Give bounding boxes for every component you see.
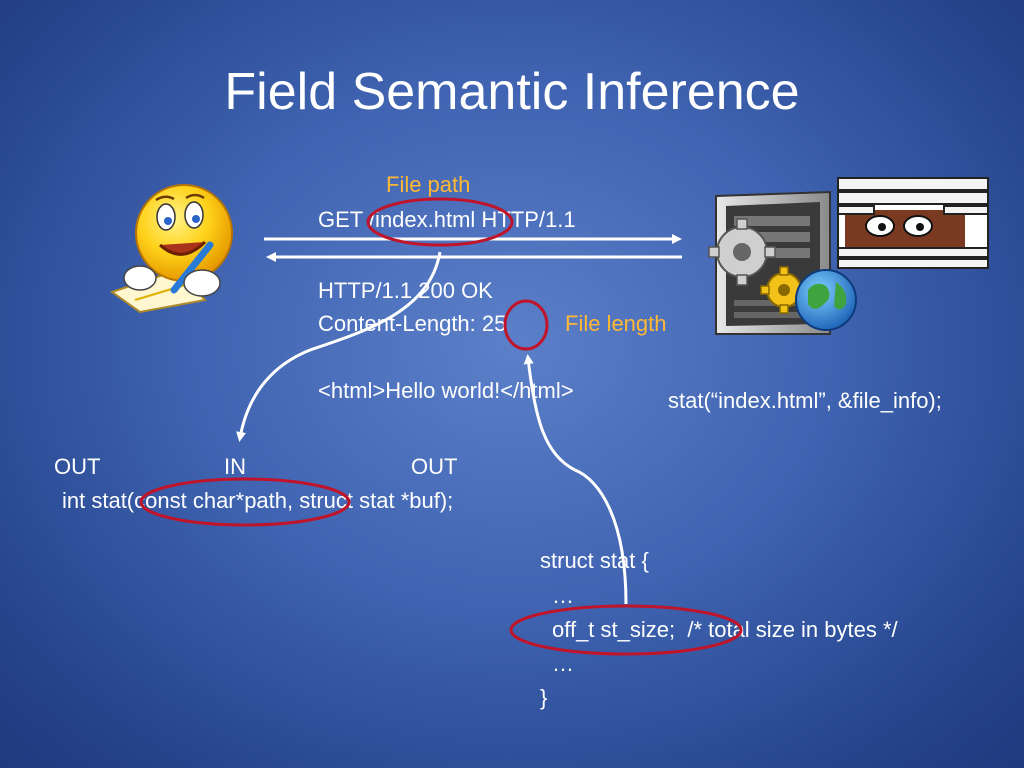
http-body: <html>Hello world!</html> xyxy=(318,378,574,403)
param-direction-out-return: OUT xyxy=(54,454,101,479)
struct-ellipsis-top: … xyxy=(552,583,574,608)
param-direction-in: IN xyxy=(224,454,246,479)
struct-field-st-size: off_t st_size; /* total size in bytes */ xyxy=(552,617,898,642)
struct-ellipsis-bottom: … xyxy=(552,651,574,676)
file-length-label: File length xyxy=(565,311,667,336)
struct-stat-open: struct stat { xyxy=(540,548,649,573)
server-stat-call: stat(“index.html”, &file_info); xyxy=(668,388,942,413)
param-direction-out-buf: OUT xyxy=(411,454,458,479)
slide-title: Field Semantic Inference xyxy=(224,63,800,121)
file-path-label: File path xyxy=(386,172,471,197)
content-length-header: Content-Length: 25 xyxy=(318,311,507,336)
struct-stat-close: } xyxy=(540,685,548,710)
http-request-line: GET /index.html HTTP/1.1 xyxy=(318,207,576,232)
content-length-circle xyxy=(503,299,549,351)
http-status-line: HTTP/1.1 200 OK xyxy=(318,278,493,303)
stat-function-signature: int stat(const char*path, struct stat *b… xyxy=(62,488,454,513)
